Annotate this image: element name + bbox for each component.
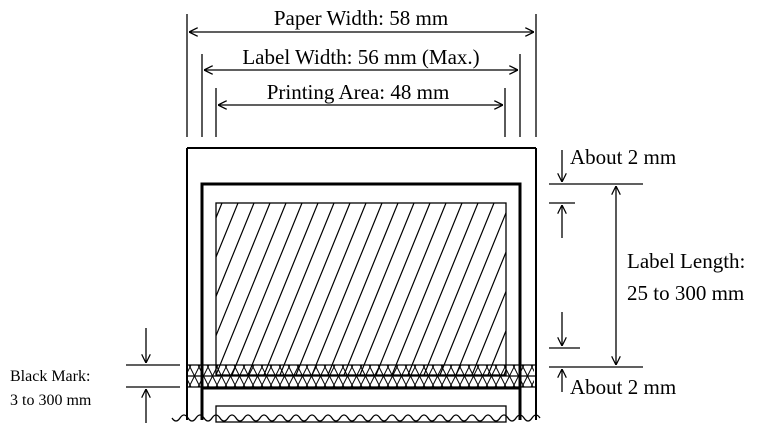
hatch-line	[503, 368, 506, 375]
mark-hatch-line	[187, 365, 192, 375]
paper-width-dimension: Paper Width: 58 mm	[186, 6, 537, 137]
next-label	[200, 388, 522, 423]
hatch-line	[359, 203, 431, 375]
label-outline	[200, 182, 522, 390]
hatch-line	[439, 211, 506, 375]
mark-hatch-line	[540, 365, 551, 387]
black-mark-label-line2: 3 to 300 mm	[10, 392, 92, 409]
printing-area-dimension: Printing Area: 48 mm	[215, 80, 506, 137]
label-width-dimension: Label Width: 56 mm (Max.)	[201, 45, 521, 137]
hatch-line	[375, 203, 447, 375]
paper	[186, 147, 537, 420]
hatch-line	[311, 203, 383, 375]
hatch-line	[487, 329, 506, 375]
mark-hatch-line	[187, 377, 192, 387]
hatch-line	[279, 203, 351, 375]
torn-edge	[171, 414, 541, 422]
bottom-gap-dimension: About 2 mm	[549, 312, 676, 399]
paper-width-label: Paper Width: 58 mm	[274, 6, 448, 30]
hatch-line	[216, 203, 287, 375]
black-mark-dimension: Black Mark: 3 to 300 mm	[10, 328, 180, 423]
mark-hatch-line	[530, 365, 534, 373]
hatch-line	[247, 203, 319, 375]
hatch-line	[263, 203, 335, 375]
printing-area-label: Printing Area: 48 mm	[267, 80, 450, 104]
label-length-label-line1: Label Length:	[627, 249, 745, 273]
top-gap-dimension: About 2 mm	[549, 145, 676, 238]
hatch-line	[327, 203, 399, 375]
hatch-line	[391, 203, 463, 375]
label-length-label-line2: 25 to 300 mm	[627, 281, 744, 305]
hatch-line	[295, 203, 367, 375]
hatch-line	[423, 203, 495, 375]
hatch-line	[455, 250, 506, 375]
hatch-line	[216, 203, 239, 259]
label-width-label: Label Width: 56 mm (Max.)	[242, 45, 479, 69]
black-mark-label-line1: Black Mark:	[10, 368, 90, 385]
label-length-dimension: Label Length: 25 to 300 mm	[616, 186, 745, 365]
hatch-line	[471, 289, 506, 375]
hatch-line	[216, 203, 255, 298]
mark-hatch-line	[530, 379, 534, 387]
hatch-line	[231, 203, 303, 375]
bottom-gap-label: About 2 mm	[570, 375, 676, 399]
hatch-line	[407, 203, 479, 375]
black-mark	[187, 364, 551, 388]
top-gap-label: About 2 mm	[570, 145, 676, 169]
hatch-line	[343, 203, 415, 375]
hatch-line	[216, 203, 271, 338]
printing-area	[215, 202, 507, 376]
mark-hatch-line	[540, 365, 551, 387]
